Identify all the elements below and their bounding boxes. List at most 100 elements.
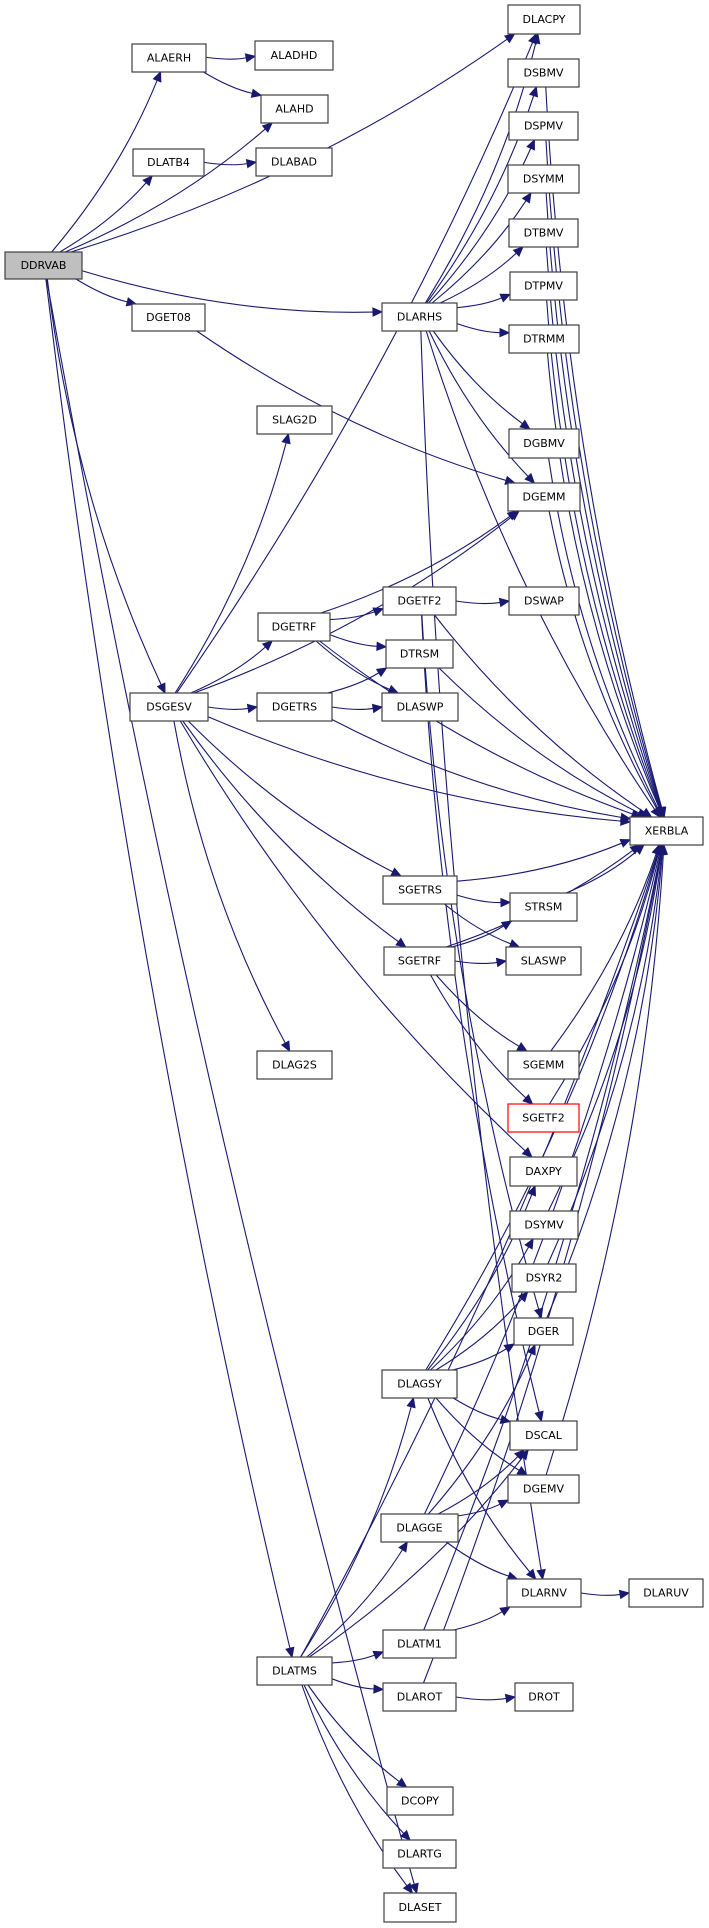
node-box[interactable] — [381, 302, 458, 332]
node-box[interactable] — [509, 1420, 578, 1451]
node-alaerh[interactable]: ALAERH — [131, 43, 207, 73]
node-dspmv[interactable]: DSPMV — [508, 111, 579, 141]
node-dsymm[interactable]: DSYMM — [507, 164, 580, 194]
node-box[interactable] — [254, 40, 334, 71]
node-box[interactable] — [382, 1682, 457, 1712]
node-strsm[interactable]: STRSM — [509, 892, 578, 922]
node-dsgesv[interactable]: DSGESV — [129, 692, 209, 722]
node-dget08[interactable]: DGET08 — [131, 303, 206, 332]
node-box[interactable] — [380, 1513, 459, 1543]
node-dgetrf[interactable]: DGETRF — [257, 612, 331, 642]
node-daxpy[interactable]: DAXPY — [509, 1156, 578, 1187]
node-dgbmv[interactable]: DGBMV — [508, 428, 580, 459]
node-box[interactable] — [382, 1839, 457, 1869]
node-dlaswp[interactable]: DLASWP — [381, 692, 459, 722]
node-box[interactable] — [256, 405, 333, 435]
node-box[interactable] — [509, 892, 578, 922]
node-box[interactable] — [508, 428, 580, 459]
node-box[interactable] — [383, 946, 456, 976]
node-box[interactable] — [382, 586, 457, 616]
node-sgetrs[interactable]: SGETRS — [382, 875, 458, 905]
node-box[interactable] — [509, 1210, 579, 1240]
node-dger[interactable]: DGER — [513, 1317, 574, 1346]
node-dtrmm[interactable]: DTRMM — [508, 324, 580, 354]
node-box[interactable] — [260, 94, 329, 124]
node-box[interactable] — [508, 218, 579, 248]
node-box[interactable] — [4, 251, 83, 280]
node-box[interactable] — [513, 1317, 574, 1346]
node-box[interactable] — [257, 612, 331, 642]
node-drot[interactable]: DROT — [514, 1682, 574, 1712]
node-box[interactable] — [131, 43, 207, 73]
node-box[interactable] — [382, 875, 458, 905]
node-box[interactable] — [514, 1682, 574, 1712]
node-box[interactable] — [256, 1050, 333, 1080]
node-box[interactable] — [509, 1156, 578, 1187]
node-dlaset[interactable]: DLASET — [383, 1892, 457, 1923]
node-box[interactable] — [385, 639, 454, 669]
node-sgemm[interactable]: SGEMM — [507, 1050, 580, 1080]
node-box[interactable] — [507, 1050, 580, 1080]
node-dgetrs[interactable]: DGETRS — [256, 692, 333, 722]
node-box[interactable] — [381, 1369, 458, 1399]
node-dgemm[interactable]: DGEMM — [507, 482, 581, 512]
node-box[interactable] — [507, 1103, 580, 1133]
node-dlacpy[interactable]: DLACPY — [507, 4, 581, 35]
node-dlarnv[interactable]: DLARNV — [506, 1578, 582, 1608]
node-ddrvab[interactable]: DDRVAB — [4, 251, 83, 280]
node-box[interactable] — [508, 324, 580, 354]
node-dlatms[interactable]: DLATMS — [256, 1656, 333, 1686]
node-box[interactable] — [382, 1629, 457, 1659]
node-box[interactable] — [507, 164, 580, 194]
node-box[interactable] — [131, 303, 206, 332]
node-box[interactable] — [511, 1263, 577, 1293]
node-dgetf2[interactable]: DGETF2 — [382, 586, 457, 616]
node-dlaruv[interactable]: DLARUV — [628, 1578, 704, 1608]
node-box[interactable] — [507, 4, 581, 35]
node-dsyr2[interactable]: DSYR2 — [511, 1263, 577, 1293]
node-box[interactable] — [386, 1786, 454, 1816]
node-box[interactable] — [507, 58, 580, 88]
node-box[interactable] — [383, 1892, 457, 1923]
node-dlarhs[interactable]: DLARHS — [381, 302, 458, 332]
node-box[interactable] — [628, 1578, 704, 1608]
node-box[interactable] — [381, 692, 459, 722]
node-dscal[interactable]: DSCAL — [509, 1420, 578, 1451]
node-box[interactable] — [629, 816, 704, 846]
node-alahd[interactable]: ALAHD — [260, 94, 329, 124]
node-box[interactable] — [256, 692, 333, 722]
node-slaswp[interactable]: SLASWP — [505, 946, 582, 976]
node-sgetrf[interactable]: SGETRF — [383, 946, 456, 976]
node-box[interactable] — [507, 482, 581, 512]
node-dlagge[interactable]: DLAGGE — [380, 1513, 459, 1543]
node-dlabad[interactable]: DLABAD — [255, 147, 333, 177]
node-slag2d[interactable]: SLAG2D — [256, 405, 333, 435]
node-box[interactable] — [506, 1578, 582, 1608]
node-box[interactable] — [507, 1474, 580, 1504]
node-box[interactable] — [508, 586, 580, 616]
node-box[interactable] — [505, 946, 582, 976]
node-dlagsy[interactable]: DLAGSY — [381, 1369, 458, 1399]
node-box[interactable] — [256, 1656, 333, 1686]
node-dsymv[interactable]: DSYMV — [509, 1210, 579, 1240]
node-sgetf2[interactable]: SGETF2 — [507, 1103, 580, 1133]
node-dgemv[interactable]: DGEMV — [507, 1474, 580, 1504]
node-box[interactable] — [255, 147, 333, 177]
node-dtbmv[interactable]: DTBMV — [508, 218, 579, 248]
node-dlatm1[interactable]: DLATM1 — [382, 1629, 457, 1659]
node-aladhd[interactable]: ALADHD — [254, 40, 334, 71]
node-dtpmv[interactable]: DTPMV — [509, 271, 578, 301]
node-box[interactable] — [129, 692, 209, 722]
node-dswap[interactable]: DSWAP — [508, 586, 580, 616]
node-dcopy[interactable]: DCOPY — [386, 1786, 454, 1816]
node-box[interactable] — [509, 271, 578, 301]
node-dlag2s[interactable]: DLAG2S — [256, 1050, 333, 1080]
node-box[interactable] — [132, 148, 205, 177]
node-dtrsm[interactable]: DTRSM — [385, 639, 454, 669]
node-box[interactable] — [508, 111, 579, 141]
node-dlarot[interactable]: DLAROT — [382, 1682, 457, 1712]
node-dsbmv[interactable]: DSBMV — [507, 58, 580, 88]
node-xerbla[interactable]: XERBLA — [629, 816, 704, 846]
node-dlartg[interactable]: DLARTG — [382, 1839, 457, 1869]
node-dlatb4[interactable]: DLATB4 — [132, 148, 205, 177]
